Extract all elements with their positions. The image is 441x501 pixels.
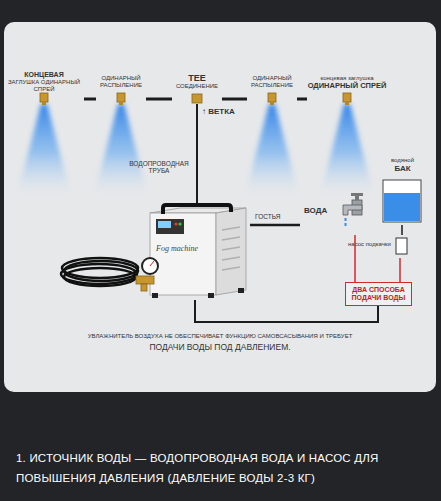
caption: 1. ИСТОЧНИК ВОДЫ — ВОДОПРОВОДНАЯ ВОДА И … bbox=[16, 448, 421, 488]
note-text: ПОДАЧИ ВОДЫ ПОД ДАВЛЕНИЕМ. bbox=[20, 343, 420, 353]
machine-front bbox=[150, 213, 216, 295]
nozzle-tip bbox=[270, 101, 274, 105]
pipe-connector bbox=[250, 224, 300, 227]
node-text: БАК bbox=[380, 164, 425, 173]
node-text: ОДИНАРНЫЙ СПРЕЙ bbox=[307, 82, 387, 91]
node-text: РАСПЫЛЕНИЕ bbox=[96, 82, 146, 89]
tee-fitting bbox=[192, 94, 202, 103]
button bbox=[174, 222, 177, 225]
nozzle-label-box: ОДИНАРНЫЙРАСПЫЛЕНИЕ bbox=[247, 71, 297, 104]
panel bbox=[4, 22, 436, 392]
node-text: ЗАГЛУШКА ОДИНАРНЫЙ СПРЕЙ bbox=[4, 79, 84, 93]
water-tank bbox=[383, 180, 421, 222]
nozzle-tip bbox=[119, 101, 123, 105]
brass-fitting bbox=[136, 276, 154, 284]
pressure-gauge bbox=[142, 258, 158, 274]
machine-handle bbox=[163, 205, 231, 214]
machine-foot bbox=[238, 288, 244, 293]
note-text: УВЛАЖНИТЕЛЬ ВОЗДУХА НЕ ОБЕСПЕЧИВАЕТ ФУНК… bbox=[20, 333, 420, 340]
vent bbox=[222, 267, 240, 270]
pipe-connector bbox=[84, 98, 96, 101]
node-text: ОДИНАРНЫЙ bbox=[247, 75, 297, 82]
pipe-connector bbox=[222, 98, 247, 101]
booster-pump bbox=[396, 238, 407, 254]
nozzle bbox=[40, 93, 48, 102]
tank-box: водянойБАК bbox=[380, 155, 425, 225]
machine-foot bbox=[208, 293, 214, 298]
vent bbox=[222, 257, 240, 260]
machine-side bbox=[216, 208, 246, 295]
node-text: СОЕДИНЕНИЕ bbox=[172, 83, 222, 90]
faucet-handle bbox=[351, 193, 363, 196]
spray-cone bbox=[18, 104, 70, 192]
fog-machine-box: Fog machine bbox=[140, 203, 250, 300]
nozzle-tip bbox=[345, 101, 349, 105]
node-text: ВОДА bbox=[304, 206, 372, 215]
faucet-box: ВОДА bbox=[300, 198, 372, 235]
pipe-connector bbox=[354, 235, 356, 282]
node-text: концевая заглушка bbox=[307, 75, 387, 82]
node-text: насос подкачки bbox=[348, 241, 420, 248]
node-text: TEE bbox=[172, 73, 222, 83]
tee-label-box: TEEСОЕДИНЕНИЕ bbox=[172, 71, 222, 104]
machine-foot bbox=[152, 293, 158, 298]
water-drops bbox=[345, 218, 347, 228]
spray-cone bbox=[95, 104, 147, 192]
pump-box: насос подкачки bbox=[348, 235, 420, 258]
display bbox=[158, 221, 171, 228]
pipe-connector bbox=[297, 98, 307, 101]
spray-cone bbox=[321, 104, 373, 192]
vents bbox=[222, 227, 240, 270]
faucet-spout bbox=[343, 205, 362, 215]
node-text: ОДИНАРНЫЙ bbox=[96, 75, 146, 82]
pipe-connector bbox=[196, 104, 198, 203]
gauge-needle bbox=[150, 261, 154, 266]
brass-valve bbox=[141, 284, 147, 291]
pipe-connector bbox=[146, 98, 172, 101]
hose-loop bbox=[64, 268, 136, 286]
node-text: РАСПЫЛЕНИЕ bbox=[247, 82, 297, 89]
nozzles bbox=[40, 93, 351, 105]
vent bbox=[222, 237, 240, 240]
button bbox=[178, 222, 181, 225]
nozzle-label-box: ОДИНАРНЫЙРАСПЫЛЕНИЕ bbox=[96, 71, 146, 104]
node-text: КОНЦЕВАЯ bbox=[4, 71, 84, 79]
nozzle bbox=[343, 93, 351, 102]
node-text: водяной bbox=[380, 157, 425, 164]
faucet bbox=[343, 193, 363, 228]
vent bbox=[222, 227, 240, 230]
pipe-label: ВОДОПРОВОДНАЯ ТРУБА bbox=[128, 160, 190, 175]
vent bbox=[222, 247, 240, 250]
pipe-connector bbox=[195, 300, 378, 322]
nozzle bbox=[117, 93, 125, 102]
branch-label: ↑ ВЕТКА bbox=[202, 107, 252, 116]
supply-note-box: ДВА СПОСОБА ПОДАЧИ ВОДЫ bbox=[345, 282, 412, 306]
spray-cone bbox=[246, 104, 298, 192]
nozzle bbox=[268, 93, 276, 102]
node-text: ДВА СПОСОБА ПОДАЧИ ВОДЫ bbox=[346, 286, 411, 302]
nozzle-label-box: концевая заглушкаОДИНАРНЫЙ СПРЕЙ bbox=[307, 71, 387, 104]
node-text: Fog machine bbox=[156, 244, 250, 253]
pipe-connector bbox=[401, 225, 403, 235]
control-panel bbox=[156, 219, 184, 234]
pipe-connector bbox=[399, 258, 401, 282]
spray-cones bbox=[18, 104, 373, 192]
tank-water bbox=[384, 193, 420, 221]
nozzle-label-box: КОНЦЕВАЯЗАГЛУШКА ОДИНАРНЫЙ СПРЕЙ bbox=[4, 71, 84, 104]
tank-body bbox=[383, 180, 421, 222]
hose-coil bbox=[61, 258, 138, 286]
hose-label: ГОСТЬЯ bbox=[255, 213, 295, 220]
nozzle-tip bbox=[42, 101, 46, 105]
